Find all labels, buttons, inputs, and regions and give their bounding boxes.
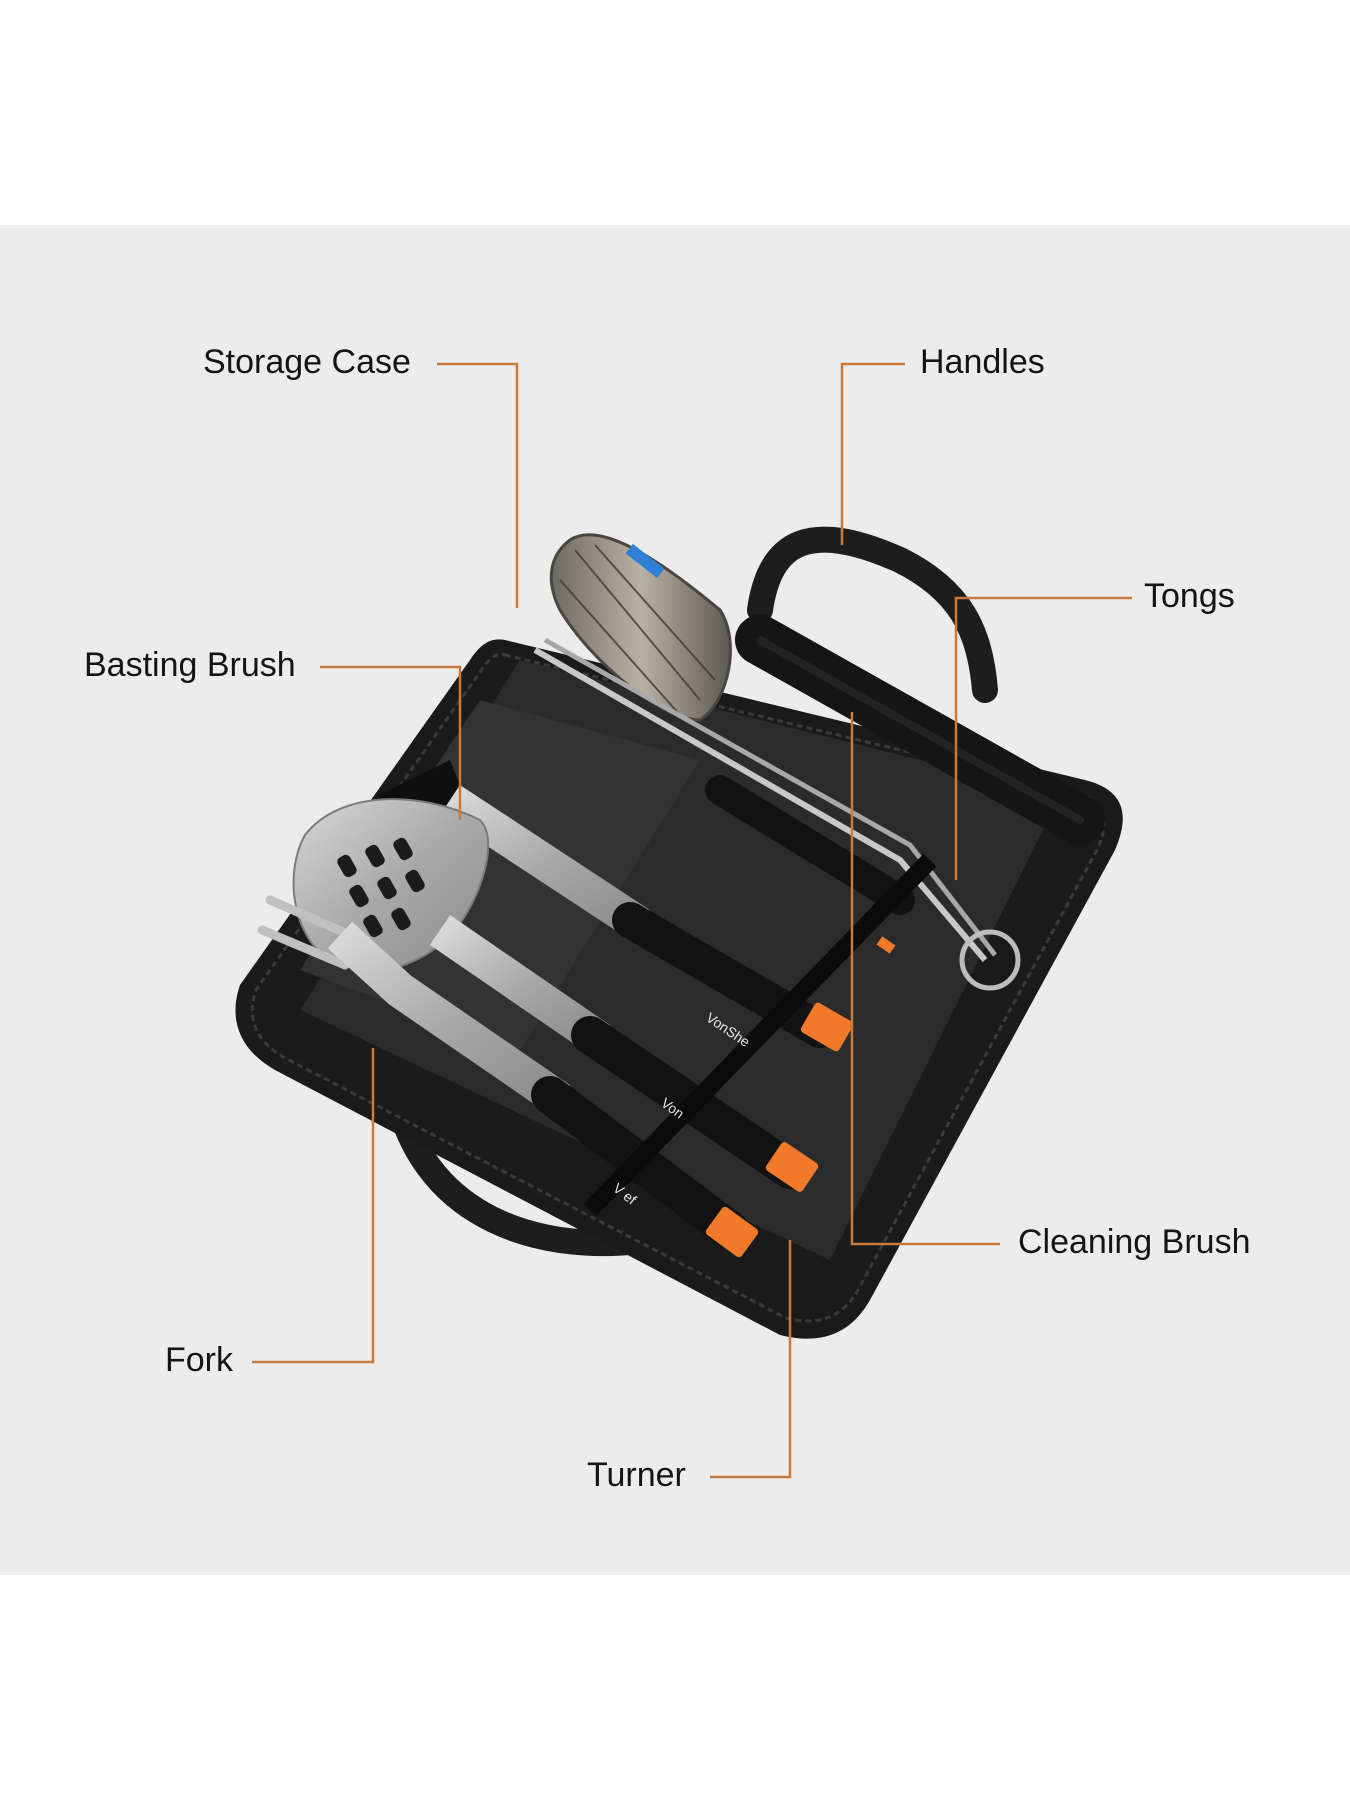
label-turner: Turner bbox=[587, 1456, 686, 1494]
leader-basting-brush bbox=[320, 665, 462, 820]
label-cleaning-brush: Cleaning Brush bbox=[1018, 1223, 1251, 1261]
cleaning-brush bbox=[549, 533, 1105, 845]
leader-tongs bbox=[954, 596, 1132, 880]
label-handles: Handles bbox=[920, 343, 1045, 381]
label-tongs: Tongs bbox=[1144, 577, 1235, 615]
leader-turner bbox=[710, 1240, 792, 1479]
top-carry-handle bbox=[747, 526, 998, 703]
label-basting-brush: Basting Brush bbox=[84, 646, 296, 684]
leader-cleaning-brush bbox=[850, 712, 1000, 1246]
leader-storage-case bbox=[437, 362, 519, 608]
leader-fork bbox=[252, 1048, 375, 1364]
label-storage-case: Storage Case bbox=[203, 343, 411, 381]
tongs bbox=[533, 637, 1021, 991]
leader-handles bbox=[840, 362, 905, 545]
elastic-strap bbox=[583, 853, 937, 1217]
label-fork: Fork bbox=[165, 1341, 233, 1379]
